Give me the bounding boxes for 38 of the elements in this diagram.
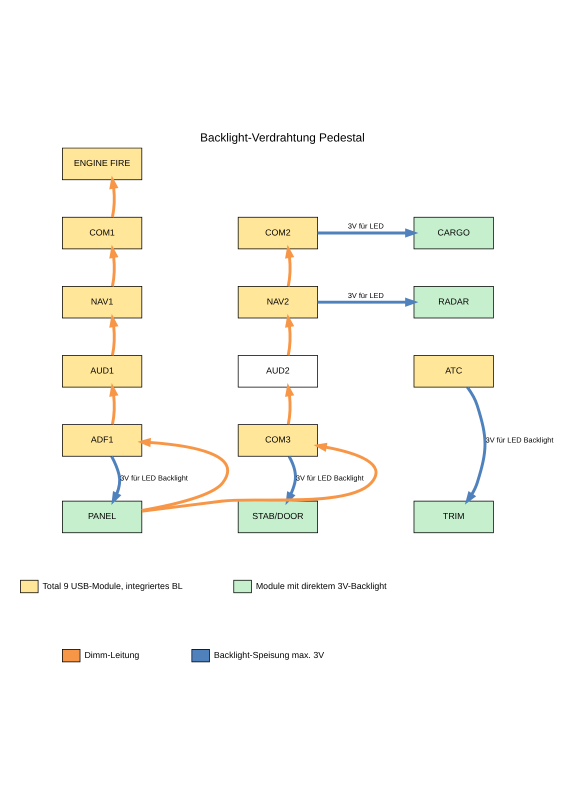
arrow xyxy=(285,244,294,286)
node-box: COM1 xyxy=(62,216,142,250)
arrow xyxy=(285,383,294,425)
node-box: AUD2 xyxy=(238,355,318,388)
node-box: ENGINE FIRE xyxy=(62,148,142,180)
node-box: ADF1 xyxy=(62,424,142,457)
arrow xyxy=(110,456,122,505)
arrow xyxy=(109,314,118,356)
node-box: AUD1 xyxy=(62,355,142,388)
node-box: PANEL xyxy=(62,500,142,534)
arrow xyxy=(318,228,418,238)
node-box: COM2 xyxy=(238,216,318,250)
edge-label: 3V für LED xyxy=(348,222,384,231)
arrow xyxy=(285,314,294,356)
edge-label: 3V für LED Backlight xyxy=(486,435,554,444)
arrow xyxy=(464,386,486,505)
arrow xyxy=(142,442,378,513)
node-box: NAV2 xyxy=(238,286,318,318)
edge-label: 3V für LED xyxy=(348,290,384,300)
node-box: NAV1 xyxy=(62,286,142,318)
arrow xyxy=(137,438,229,512)
node-box: TRIM xyxy=(414,500,494,534)
legend-label: Total 9 USB-Module, integriertes BL xyxy=(42,580,183,591)
node-box: RADAR xyxy=(414,286,494,318)
node-box: STAB/DOOR xyxy=(238,500,318,534)
arrow xyxy=(109,244,118,286)
legend-label: Dimm-Leitung xyxy=(84,650,140,660)
arrow xyxy=(109,383,118,425)
diagram-title: Backlight-Verdrahtung Pedestal xyxy=(200,131,365,144)
arrow xyxy=(318,298,418,307)
arrow xyxy=(285,456,297,506)
node-box: COM3 xyxy=(238,424,318,457)
edge-label: 3V für LED Backlight xyxy=(120,474,188,483)
arrow xyxy=(109,176,118,218)
node-box: CARGO xyxy=(414,216,494,250)
legend-label: Backlight-Speisung max. 3V xyxy=(214,650,324,660)
node-box: ATC xyxy=(414,355,494,388)
legend-label: Module mit direktem 3V-Backlight xyxy=(256,580,387,591)
